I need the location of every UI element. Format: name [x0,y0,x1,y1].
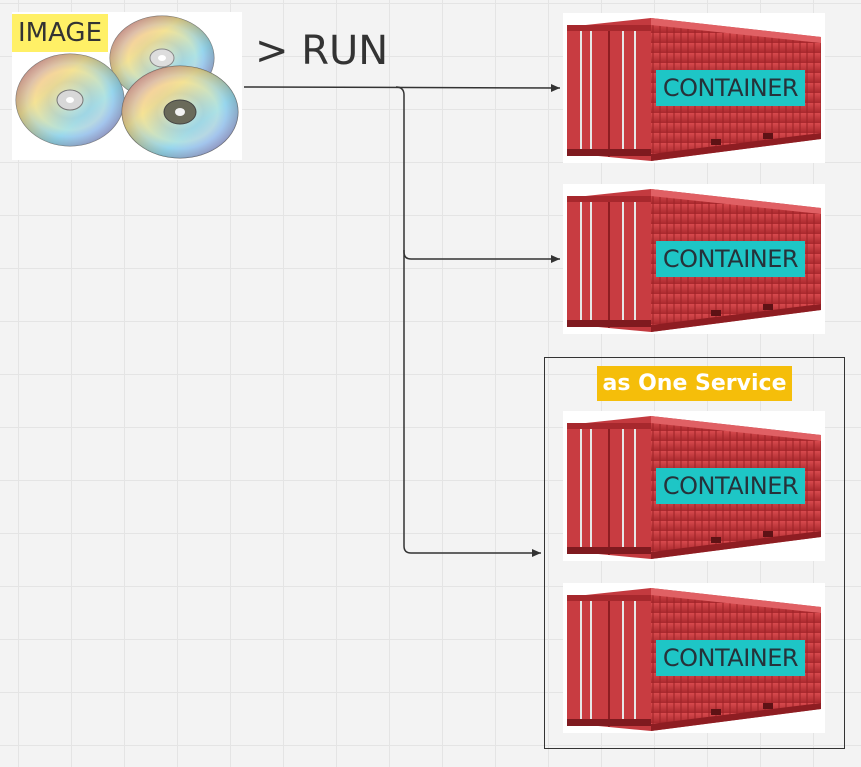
disc-stack-icon [15,15,239,159]
run-command-label: > RUN [255,28,389,74]
container-node-3[interactable]: CONTAINER [563,411,825,561]
container-node-4[interactable]: CONTAINER [563,583,825,733]
container-label: CONTAINER [656,640,805,676]
container-label: CONTAINER [656,241,805,277]
arrow-to-container-1 [243,83,561,92]
container-label: CONTAINER [656,70,805,106]
arrow-to-container-2 [395,86,560,263]
service-group-frame[interactable] [544,357,845,749]
image-label: IMAGE [12,14,109,52]
container-label: CONTAINER [656,468,805,504]
container-node-1[interactable]: CONTAINER [563,13,825,163]
service-group-label: as One Service [597,366,792,401]
container-node-2[interactable]: CONTAINER [563,184,825,334]
arrow-to-service-group [403,250,541,557]
